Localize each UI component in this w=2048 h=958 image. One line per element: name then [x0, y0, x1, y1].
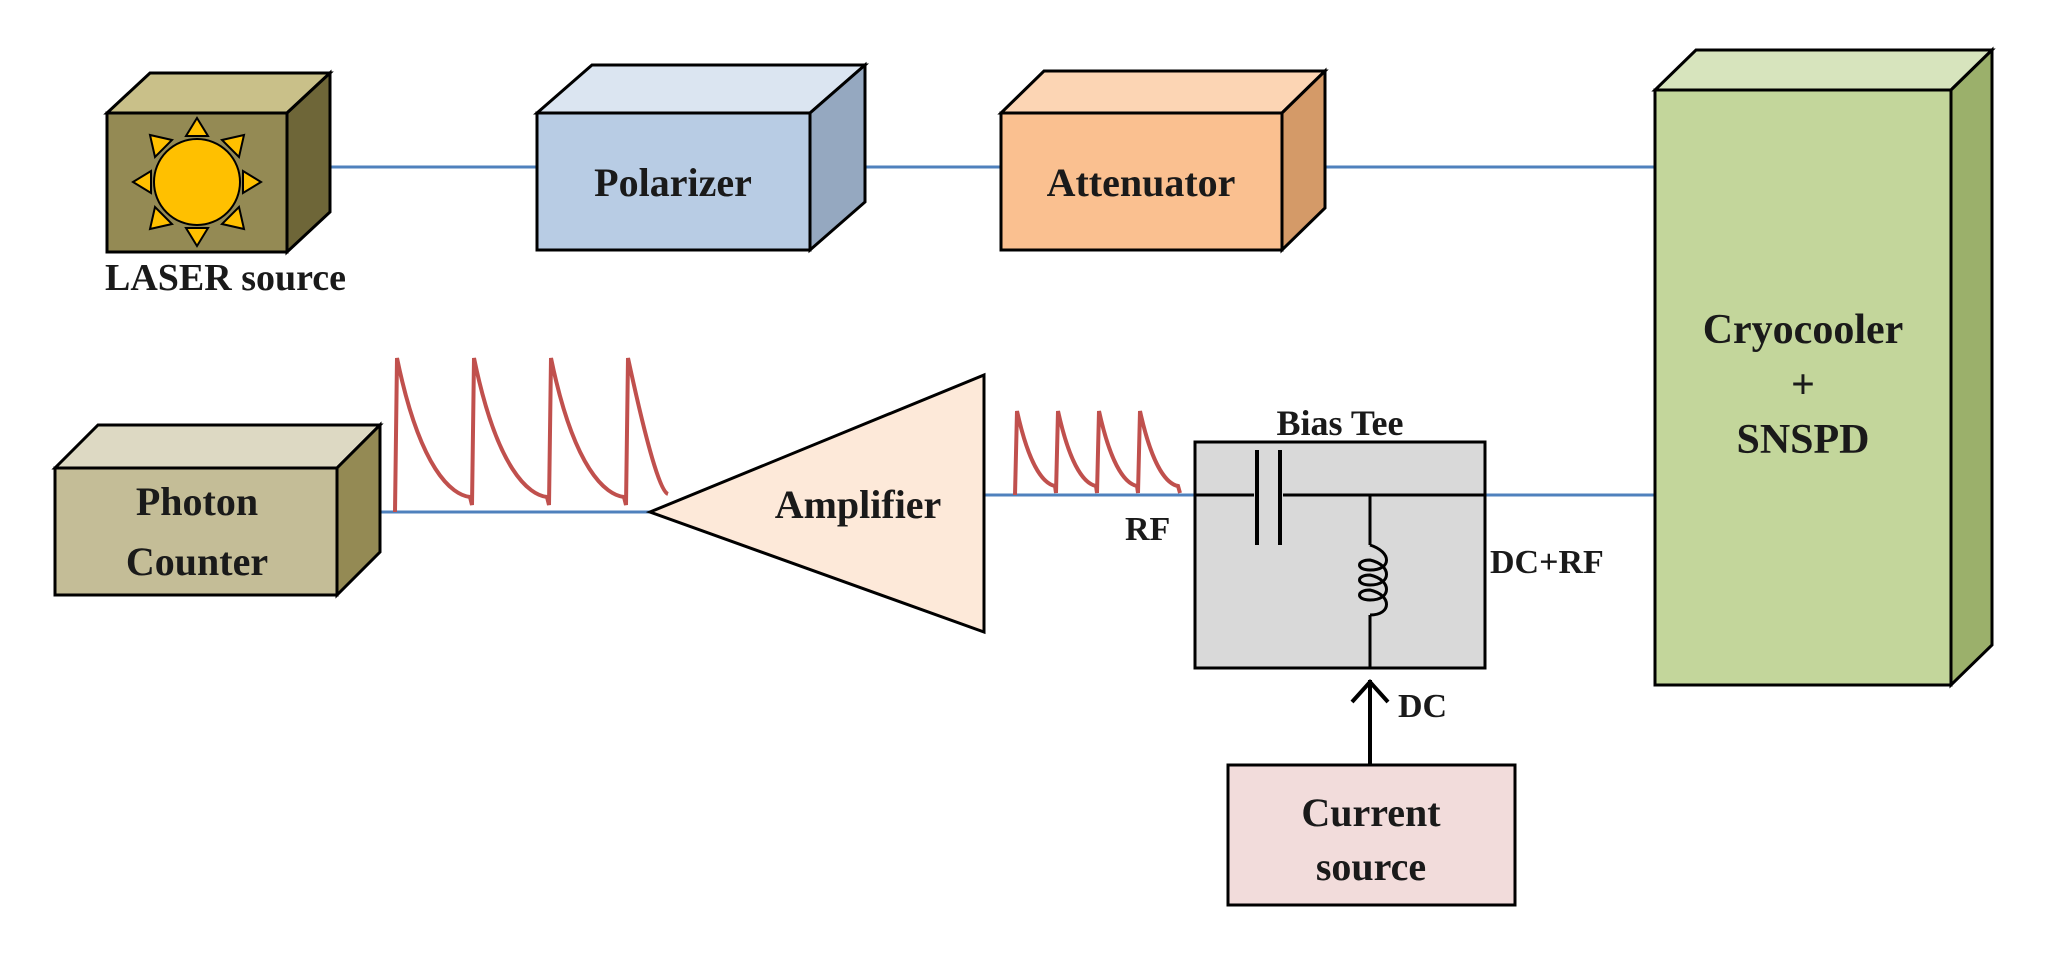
dc-label: DC [1398, 688, 1447, 725]
detector-pulses [1013, 410, 1182, 496]
rf-port-label: RF [1125, 511, 1170, 548]
laser-source-box [103, 69, 334, 256]
polarizer-label: Polarizer [594, 160, 752, 205]
optical-fiber-lines [330, 165, 1658, 514]
sun-icon [131, 116, 263, 248]
current-source-box [1226, 763, 1517, 907]
bias-tee-label: Bias Tee [1276, 403, 1403, 443]
cryocooler-label: Cryocooler [1703, 307, 1904, 353]
amplifier-triangle [645, 372, 986, 635]
dc-rf-port-label: DC+RF [1490, 544, 1604, 581]
photon-counter-label-line2: Counter [126, 539, 268, 584]
photon-counter-label-line1: Photon [136, 479, 258, 524]
snspd-label: SNSPD [1736, 417, 1869, 463]
attenuator-box [997, 67, 1329, 254]
inductor-icon [1358, 543, 1388, 617]
arrow-up-icon [1350, 679, 1390, 704]
attenuator-label: Attenuator [1047, 160, 1236, 205]
bias-tee-box [1193, 440, 1487, 670]
dc-feed-line [1350, 679, 1390, 765]
cryocooler-plus-label: + [1791, 362, 1815, 408]
capacitor-icon [1255, 450, 1282, 545]
amplified-pulses [393, 357, 670, 513]
polarizer-box [533, 61, 869, 254]
laser-source-label: LASER source [105, 257, 346, 299]
current-source-label-line2: source [1316, 844, 1426, 889]
cryocooler-box [1651, 46, 1996, 689]
photon-counter-box [51, 421, 384, 599]
current-source-label-line1: Current [1301, 790, 1441, 835]
amplifier-label: Amplifier [775, 482, 942, 527]
